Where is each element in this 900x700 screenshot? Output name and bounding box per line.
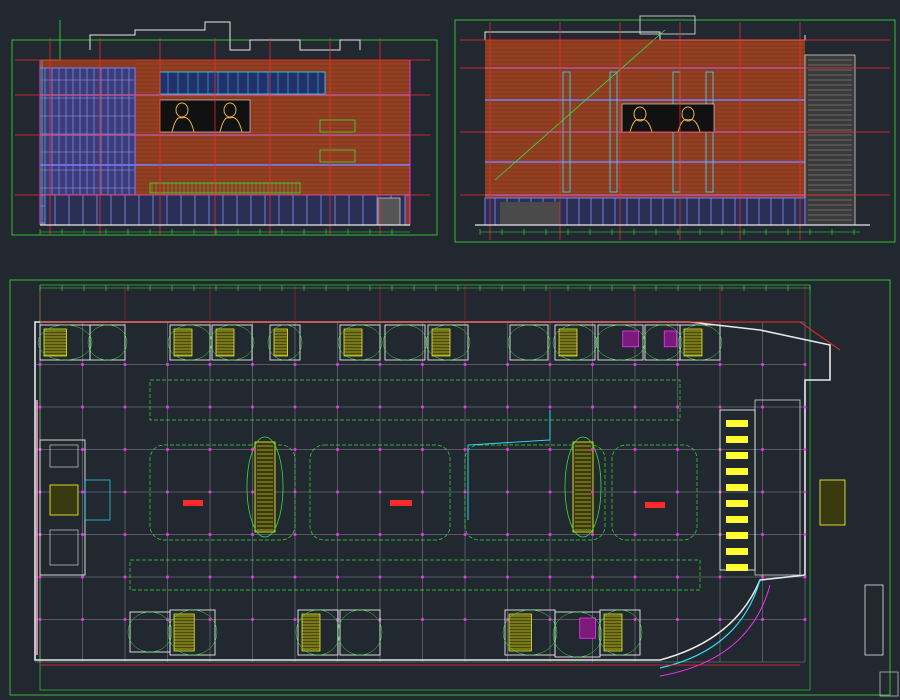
floor-plan bbox=[9, 279, 899, 697]
left-service-block bbox=[39, 439, 111, 576]
right-service-strip bbox=[719, 399, 884, 656]
elevation-left bbox=[11, 20, 438, 236]
exterior-wall bbox=[34, 321, 831, 661]
elevation-right bbox=[454, 15, 896, 243]
title-block bbox=[879, 671, 899, 697]
billboard-figures bbox=[171, 102, 243, 133]
escalators bbox=[246, 436, 602, 538]
room-tags bbox=[183, 500, 665, 508]
